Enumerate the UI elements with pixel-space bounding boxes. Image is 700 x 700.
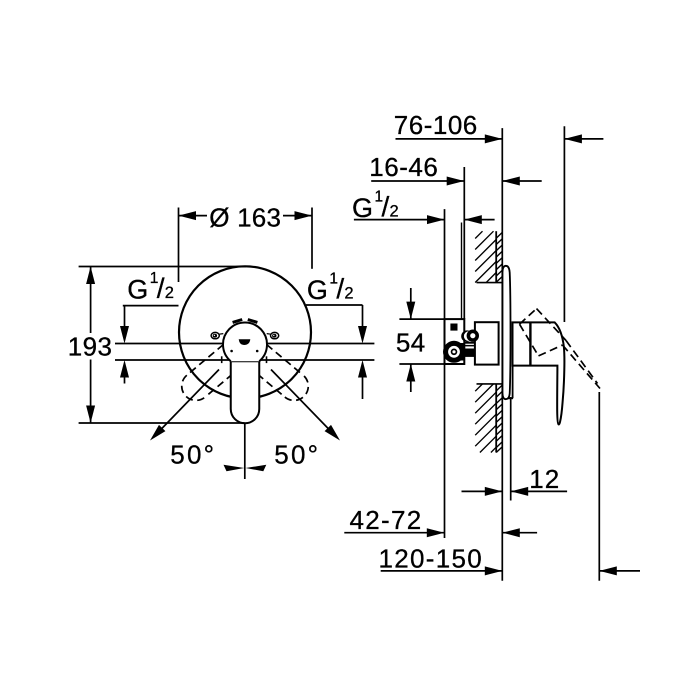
svg-text:12: 12: [529, 464, 560, 494]
svg-text:50°: 50°: [170, 439, 216, 469]
svg-text:Ø 163: Ø 163: [209, 202, 281, 232]
svg-text:50°: 50°: [274, 439, 320, 469]
svg-text:193: 193: [68, 332, 113, 362]
svg-text:120-150: 120-150: [379, 543, 484, 573]
svg-text:76-106: 76-106: [394, 110, 478, 140]
svg-text:54: 54: [396, 327, 426, 357]
svg-text:16-46: 16-46: [369, 152, 438, 182]
svg-text:42-72: 42-72: [350, 505, 423, 535]
